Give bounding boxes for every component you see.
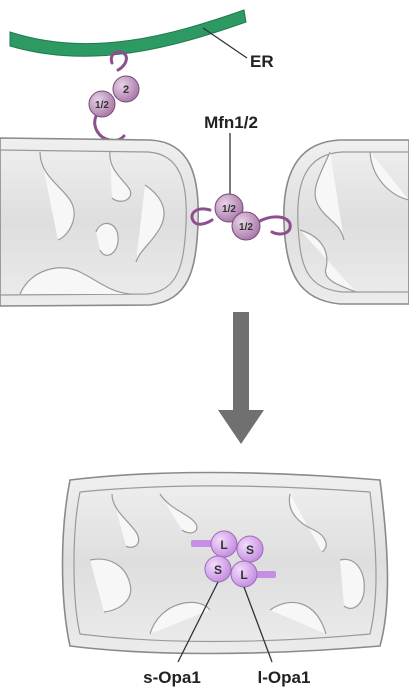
process-arrow bbox=[218, 312, 264, 444]
opa1-ball-label: L bbox=[240, 568, 247, 582]
er-label: ER bbox=[250, 52, 274, 71]
s-opa1-label: s-Opa1 bbox=[143, 668, 201, 687]
tether-link-bottom bbox=[95, 116, 124, 141]
er-tether-complex: 2 1/2 bbox=[89, 52, 139, 141]
mfn2-ball-label: 2 bbox=[123, 84, 129, 96]
mfn12-ball-er-label: 1/2 bbox=[95, 100, 109, 111]
opa1-ball-label: L bbox=[220, 538, 227, 552]
opa1-ball-label: S bbox=[214, 563, 222, 577]
opa1-ball-label: S bbox=[246, 543, 254, 557]
mitochondrion-left bbox=[0, 138, 198, 306]
mfn-label: Mfn1/2 bbox=[204, 113, 258, 132]
mitochondrion-right bbox=[284, 140, 409, 304]
mfn-complex: 1/2 1/2 bbox=[192, 194, 290, 240]
er-leader-line bbox=[203, 28, 247, 58]
mfn-ball-right-label: 1/2 bbox=[239, 222, 253, 233]
mfn-ball-left-label: 1/2 bbox=[222, 204, 236, 215]
l-opa1-label: l-Opa1 bbox=[258, 668, 311, 687]
